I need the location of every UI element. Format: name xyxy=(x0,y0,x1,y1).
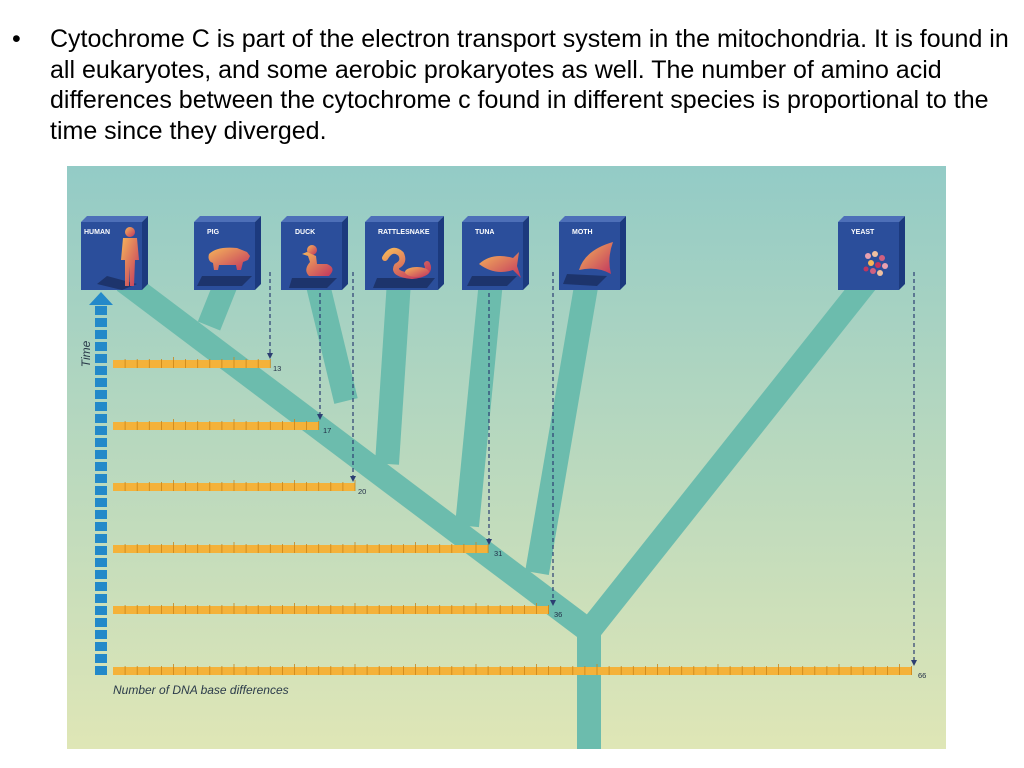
species-box-pig: PIG xyxy=(194,216,261,290)
duck-icon xyxy=(289,245,337,288)
branch-rattlesnake xyxy=(375,280,411,465)
species-box-yeast: YEAST xyxy=(838,216,905,290)
scale-bar-duck xyxy=(113,422,319,430)
tuna-icon xyxy=(467,252,521,286)
difference-label-tuna: 31 xyxy=(494,549,502,558)
species-label-pig: PIG xyxy=(207,229,220,236)
branch-moth xyxy=(525,278,599,576)
branch-yeast xyxy=(579,273,877,639)
species-label-tuna: TUNA xyxy=(475,229,494,236)
time-arrow xyxy=(89,292,113,675)
species-box-rattlesnake: RATTLESNAKE xyxy=(365,216,444,290)
species-box-human: HUMAN xyxy=(81,216,148,290)
tree-branches xyxy=(116,271,877,749)
bullet-symbol: • xyxy=(12,25,21,53)
time-label: Time xyxy=(79,340,93,367)
bullet-point: • Cytochrome C is part of the electron t… xyxy=(12,24,1012,146)
scale-bar-pig xyxy=(113,360,271,368)
difference-label-pig: 13 xyxy=(273,364,281,373)
yeast-icon xyxy=(863,251,888,276)
difference-label-moth: 36 xyxy=(554,610,562,619)
connector-arrowheads xyxy=(267,353,917,666)
difference-label-duck: 17 xyxy=(323,426,331,435)
branch-duck xyxy=(305,278,358,404)
rattlesnake-icon xyxy=(373,247,435,288)
species-label-duck: DUCK xyxy=(295,229,315,236)
branch-tuna xyxy=(455,279,503,528)
species-box-duck: DUCK xyxy=(281,216,348,290)
pig-icon xyxy=(197,247,252,286)
branch-human-lineage xyxy=(116,271,597,641)
species-label-moth: MOTH xyxy=(572,229,593,236)
human-icon xyxy=(97,227,139,290)
difference-label-rattlesnake: 20 xyxy=(358,487,366,496)
bullet-text: Cytochrome C is part of the electron tra… xyxy=(50,25,1009,145)
difference-label-yeast: 66 xyxy=(918,671,926,680)
phylogenetic-tree-figure: Time 13 17 20 31 36 66 Number of DNA bas… xyxy=(67,166,946,749)
difference-labels: 13 17 20 31 36 66 xyxy=(273,364,926,680)
connector-lines xyxy=(269,272,915,660)
species-label-yeast: YEAST xyxy=(851,229,875,236)
moth-icon xyxy=(563,242,613,286)
scale-bar-tuna xyxy=(113,545,489,553)
species-label-rattlesnake: RATTLESNAKE xyxy=(378,229,430,236)
species-box-tuna: TUNA xyxy=(462,216,529,290)
species-label-human: HUMAN xyxy=(84,229,110,236)
scale-bars xyxy=(113,357,912,675)
axis-label: Number of DNA base differences xyxy=(113,683,289,697)
species-box-moth: MOTH xyxy=(559,216,626,290)
